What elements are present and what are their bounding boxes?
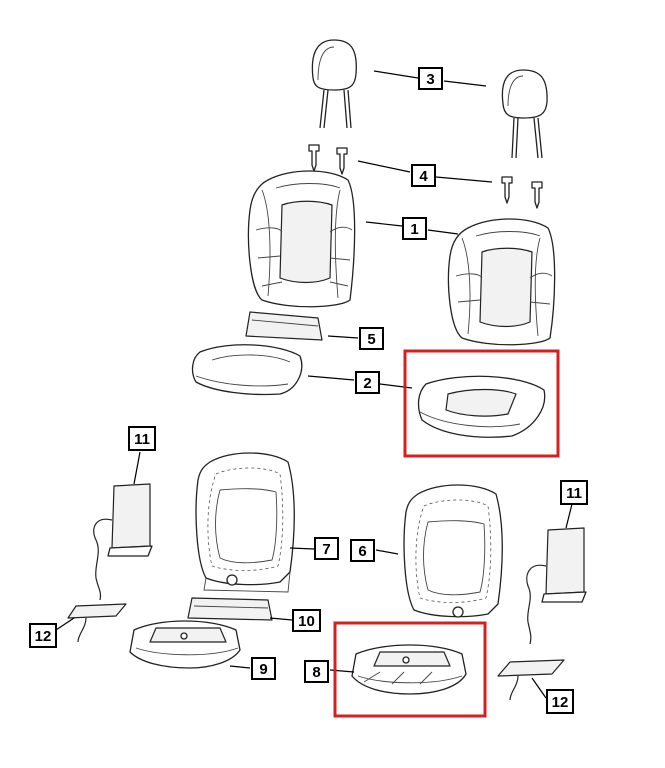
svg-text:12: 12 [552, 694, 569, 711]
svg-text:8: 8 [312, 664, 320, 681]
callout-11-right: 11 [560, 480, 588, 505]
svg-text:11: 11 [566, 485, 582, 502]
seat-cushion-frame-left[interactable] [129, 620, 241, 669]
svg-text:4: 4 [419, 168, 428, 185]
svg-text:7: 7 [322, 541, 330, 558]
callout-1: 1 [402, 217, 427, 240]
svg-text:12: 12 [35, 628, 52, 645]
lumbar-support-bar[interactable] [187, 597, 273, 621]
seatback-frame-left[interactable] [195, 452, 295, 593]
heater-pad-right[interactable] [526, 527, 587, 645]
svg-text:10: 10 [298, 613, 315, 630]
headrest-guides-right[interactable] [501, 176, 543, 209]
callout-3: 3 [418, 67, 443, 90]
seat-pad-insert[interactable] [245, 311, 323, 341]
seatback-cover-right[interactable] [447, 218, 556, 346]
callout-10: 10 [292, 609, 321, 632]
headrest-right[interactable] [501, 69, 548, 159]
seat-cushion-cover-left[interactable] [191, 344, 303, 396]
svg-text:3: 3 [426, 71, 434, 88]
heater-pad-left[interactable] [93, 483, 153, 601]
seat-cushion-cover-right[interactable] [417, 375, 546, 438]
callout-12-right: 12 [546, 689, 574, 714]
callout-7: 7 [314, 537, 339, 560]
svg-text:5: 5 [367, 331, 375, 348]
svg-text:2: 2 [363, 375, 371, 392]
highlight-part-2 [403, 349, 560, 458]
highlight-part-8 [333, 621, 487, 718]
seatback-frame-right[interactable] [403, 484, 503, 618]
callout-6: 6 [350, 539, 375, 562]
seat-cushion-frame-right[interactable] [351, 644, 467, 695]
callout-11-left: 11 [128, 426, 156, 451]
callout-4: 4 [411, 164, 436, 187]
headrest-guides-left[interactable] [308, 144, 348, 175]
heater-mat-right[interactable] [497, 659, 565, 701]
seatback-cover-left[interactable] [247, 170, 356, 308]
callout-5: 5 [359, 327, 384, 350]
svg-text:11: 11 [134, 431, 150, 448]
heater-mat-left[interactable] [67, 603, 127, 643]
callout-9: 9 [251, 657, 276, 680]
callout-2: 2 [355, 371, 380, 394]
svg-text:1: 1 [410, 221, 418, 238]
callout-12-left: 12 [29, 623, 57, 648]
svg-text:9: 9 [259, 661, 267, 678]
svg-text:6: 6 [358, 543, 366, 560]
headrest-left[interactable] [311, 39, 357, 129]
leader-lines [55, 70, 573, 699]
callout-8: 8 [304, 660, 329, 683]
